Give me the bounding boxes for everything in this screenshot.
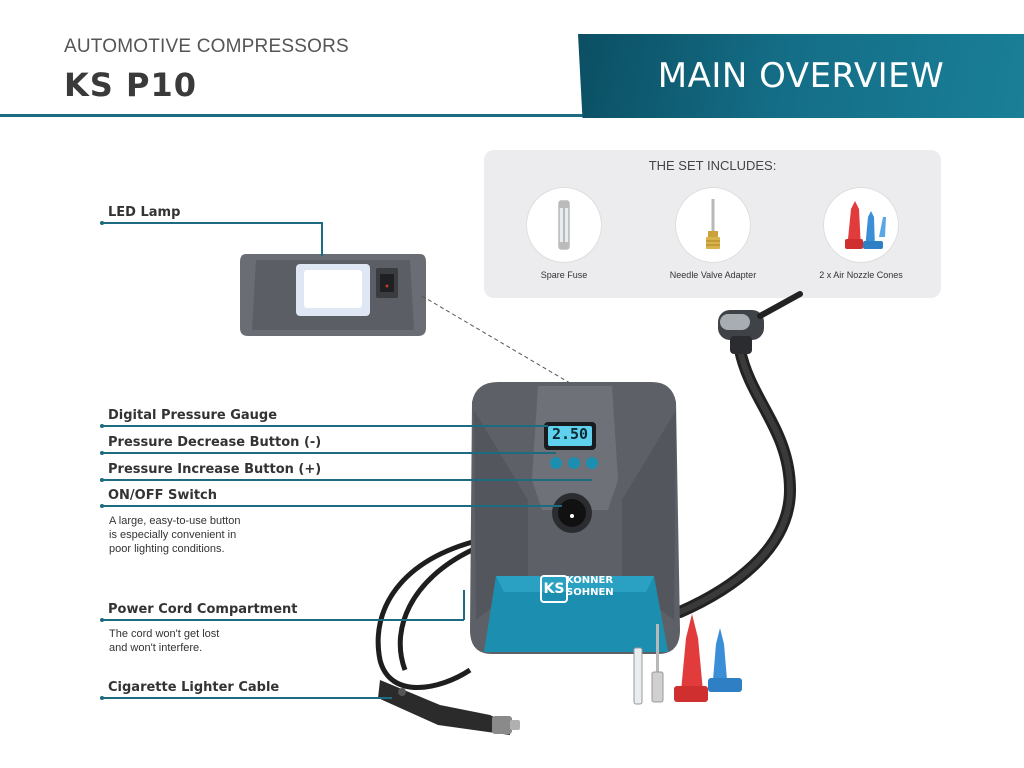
needle-valve-icon (706, 199, 720, 249)
onoff-desc-line-1: A large, easy-to-use button (109, 515, 241, 527)
accessories-group (633, 614, 742, 705)
onoff-desc-line-2: is especially convenient in (109, 529, 237, 541)
fuse-icon (558, 200, 570, 250)
callout-onoff-desc: A large, easy-to-use button is especiall… (109, 514, 240, 556)
compressor-device (470, 382, 680, 654)
cord-desc-line-1: The cord won't get lost (109, 628, 220, 640)
callout-onoff-label: ON/OFF Switch (108, 488, 218, 503)
callout-increase-label: Pressure Increase Button (+) (108, 462, 322, 477)
model-title: KS P10 (64, 66, 197, 104)
callout-decrease-line (102, 452, 556, 454)
pressure-display: 2.50 (551, 425, 589, 443)
section-banner (578, 34, 1024, 118)
section-banner-title: MAIN OVERVIEW (657, 56, 945, 96)
set-item-nozzle-label: 2 x Air Nozzle Cones (819, 270, 903, 280)
callout-lighter-line (102, 697, 392, 699)
cord-desc-line-2: and won't interfere. (109, 642, 203, 654)
header-divider (0, 114, 600, 117)
led-lamp-closeup (240, 254, 426, 336)
callout-onoff-line (102, 505, 562, 507)
brand-line-1: KONNER (566, 575, 614, 586)
category-title: AUTOMOTIVE COMPRESSORS (64, 36, 349, 57)
lamp-pointer-line (421, 295, 576, 387)
brand-line-2: SOHNEN (566, 587, 614, 598)
nozzle-cones-circle (823, 187, 899, 263)
set-item-fuse-label: Spare Fuse (540, 270, 588, 280)
air-hose (674, 291, 803, 618)
fuse-circle (526, 187, 602, 263)
needle-valve-circle (675, 187, 751, 263)
callout-cord-connector (463, 590, 465, 620)
onoff-desc-line-3: poor lighting conditions. (109, 543, 225, 555)
power-cord (375, 537, 520, 735)
callout-led-connector (321, 222, 323, 256)
nozzle-cones-icon (845, 201, 886, 249)
callout-gauge-line (102, 425, 548, 427)
brand-logo-icon: KS (540, 575, 568, 603)
callout-cord-label: Power Cord Compartment (108, 602, 298, 617)
callout-lighter-label: Cigarette Lighter Cable (108, 680, 280, 695)
callout-led-label: LED Lamp (108, 205, 181, 220)
callout-gauge-label: Digital Pressure Gauge (108, 408, 278, 423)
set-includes-title: THE SET INCLUDES: (648, 158, 777, 173)
callout-decrease-label: Pressure Decrease Button (-) (108, 435, 322, 450)
callout-cord-line (102, 619, 464, 621)
set-item-needle-label: Needle Valve Adapter (669, 270, 757, 280)
callout-cord-desc: The cord won't get lost and won't interf… (109, 627, 219, 655)
callout-increase-line (102, 479, 592, 481)
brand-name: KONNER SOHNEN (566, 575, 614, 599)
callout-led-line (102, 222, 322, 224)
